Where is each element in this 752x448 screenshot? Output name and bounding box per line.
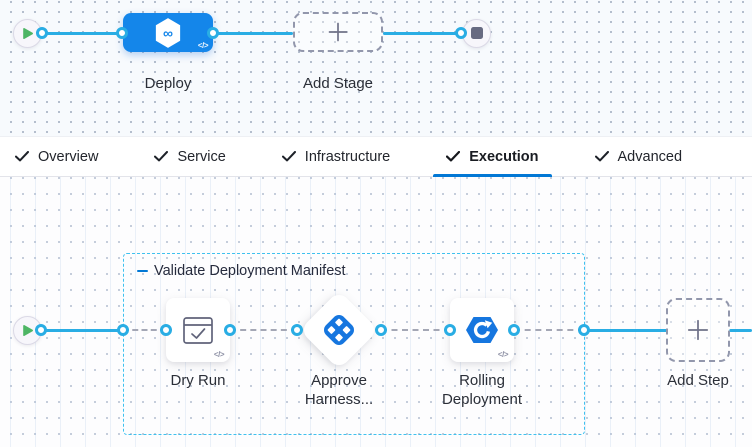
link-port-rolling-right[interactable] — [508, 324, 520, 336]
active-tab-indicator — [433, 174, 552, 177]
edge-group-to-addstep — [584, 328, 667, 332]
step-group-label: Validate Deployment Manifest — [154, 263, 346, 279]
tab-execution[interactable]: Execution — [433, 137, 552, 177]
stage-config-tabs: Overview Service Infrastructure Executio… — [0, 136, 752, 177]
tab-label: Overview — [38, 148, 99, 165]
harness-cd-stage-icon: ∞ — [155, 17, 181, 48]
edge-approve-to-rolling — [381, 329, 450, 331]
edge-start-to-deploy — [42, 31, 122, 35]
link-port-group-out — [578, 324, 590, 336]
yaml-code-icon: </> — [213, 350, 225, 359]
link-port-approve-right[interactable] — [375, 324, 387, 336]
link-port-deploy-left[interactable] — [116, 27, 128, 39]
yaml-code-icon: </> — [497, 350, 509, 359]
check-icon — [154, 151, 169, 162]
dry-run-icon — [183, 316, 213, 344]
link-port-dryrun-left[interactable] — [160, 324, 172, 336]
add-step-label: Add Step — [667, 372, 729, 389]
tab-overview[interactable]: Overview — [2, 137, 111, 176]
stage-label: Deploy — [144, 75, 192, 92]
link-port-start[interactable] — [36, 27, 48, 39]
check-icon — [281, 151, 296, 162]
step-label-dry-run: Dry Run — [170, 372, 226, 389]
tab-advanced[interactable]: Advanced — [582, 137, 696, 176]
tab-label: Infrastructure — [304, 148, 391, 165]
edge-addstep-out — [729, 328, 752, 332]
link-port-exec-start[interactable] — [35, 324, 47, 336]
link-port-rolling-left[interactable] — [444, 324, 456, 336]
edge-rolling-to-groupend — [514, 329, 584, 331]
play-icon — [23, 27, 33, 39]
infinity-icon: ∞ — [163, 25, 173, 41]
edge-dryrun-to-approve — [230, 329, 297, 331]
step-group-outline — [123, 253, 585, 435]
step-group-header: Validate Deployment Manifest — [137, 263, 346, 279]
tab-label: Service — [177, 148, 226, 165]
step-node-dry-run[interactable]: </> — [166, 298, 230, 362]
step-label-approve: Approve Harness... — [304, 372, 374, 408]
play-icon — [23, 324, 33, 336]
link-port-deploy-right[interactable] — [207, 27, 219, 39]
add-stage-button[interactable] — [293, 12, 383, 52]
step-label-rolling-deployment: Rolling Deployment — [441, 372, 523, 408]
edge-addstage-to-end — [383, 31, 461, 35]
link-port-end[interactable] — [455, 27, 467, 39]
tab-infrastructure[interactable]: Infrastructure — [269, 137, 403, 176]
link-port-approve-left[interactable] — [291, 324, 303, 336]
link-port-dryrun-right[interactable] — [224, 324, 236, 336]
stage-node-deploy[interactable]: ∞ </> — [123, 13, 213, 52]
edge-start-to-group — [41, 328, 123, 332]
edge-deploy-to-addstage — [213, 31, 293, 35]
step-node-approve[interactable] — [299, 290, 379, 370]
harness-approval-icon — [324, 315, 354, 345]
stage-graph-canvas[interactable]: ∞ </> Deploy Add Stage — [0, 0, 752, 136]
yaml-code-icon: </> — [197, 41, 209, 50]
tab-label: Advanced — [617, 148, 683, 165]
tab-label: Execution — [469, 148, 539, 165]
collapse-group-icon[interactable] — [137, 269, 148, 273]
execution-graph-canvas[interactable]: Validate Deployment Manifest </> — [0, 177, 752, 447]
plus-icon — [328, 22, 348, 42]
check-icon — [446, 151, 461, 162]
add-stage-label: Add Stage — [302, 75, 374, 92]
edge-group-to-dryrun — [123, 329, 166, 331]
tab-service[interactable]: Service — [141, 137, 238, 176]
execution-start-node[interactable] — [12, 315, 42, 345]
link-port-group-in — [117, 324, 129, 336]
rolling-deployment-icon — [466, 317, 498, 343]
add-step-button[interactable] — [666, 298, 730, 362]
check-icon — [15, 151, 29, 162]
stop-icon — [470, 27, 483, 39]
check-icon — [594, 151, 609, 162]
plus-icon — [687, 319, 709, 341]
step-node-rolling-deployment[interactable]: </> — [450, 298, 514, 362]
